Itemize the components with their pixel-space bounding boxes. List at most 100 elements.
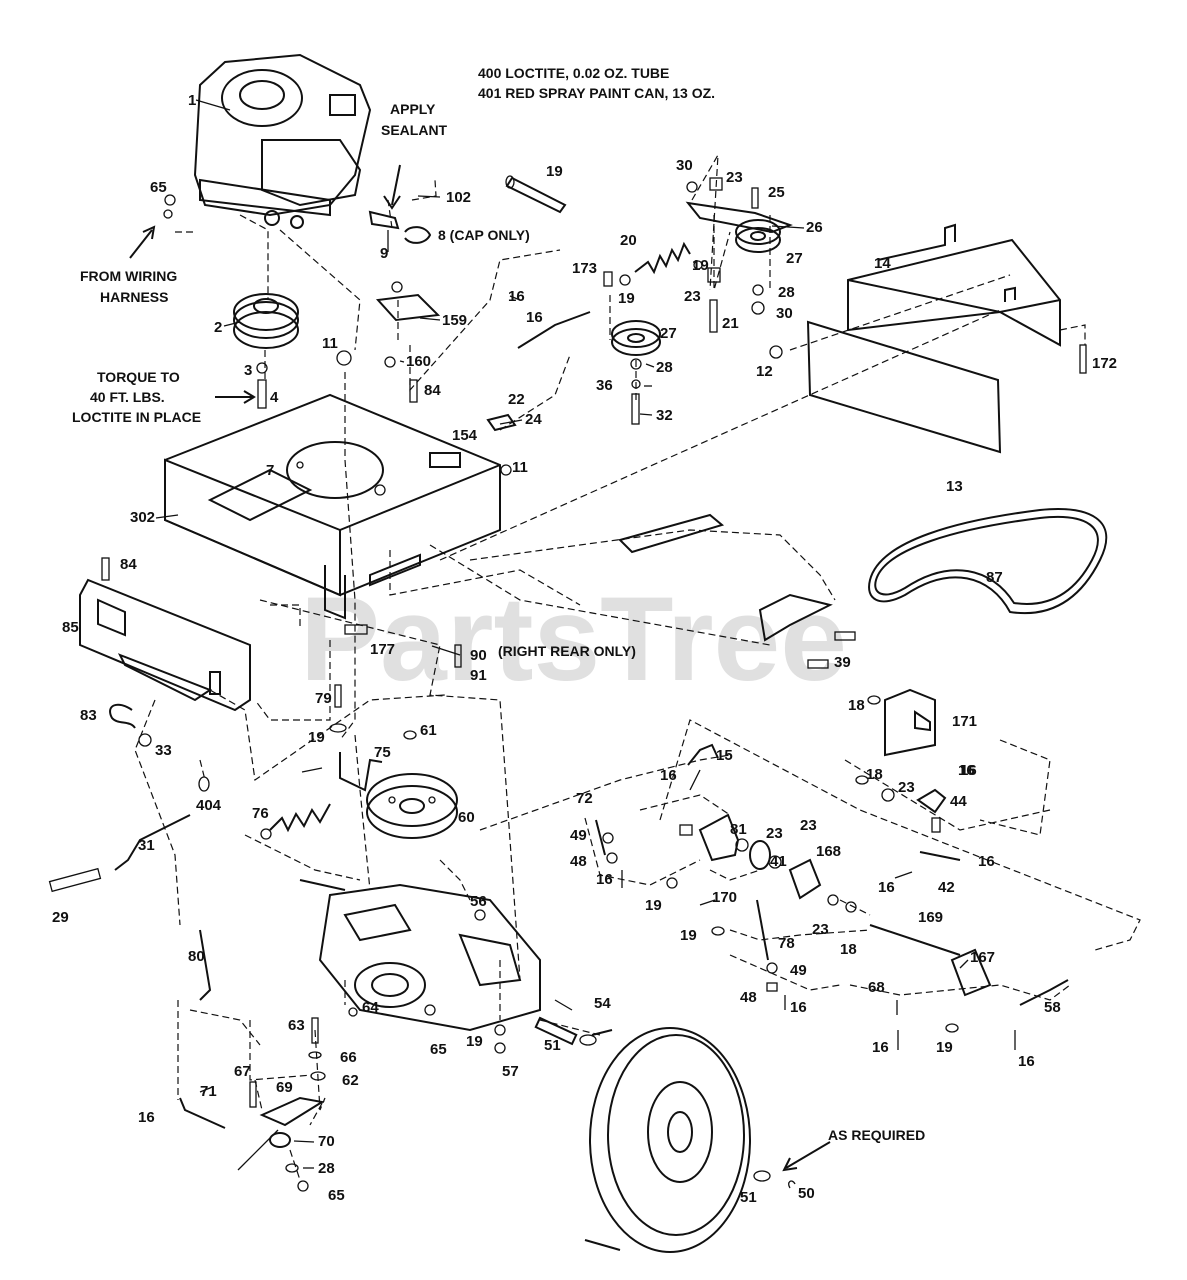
transmission — [299, 879, 578, 1046]
callout-48: 48 — [740, 989, 757, 1006]
note-torque-value: 40 FT. LBS. — [90, 389, 165, 405]
bracket-168 — [788, 858, 822, 900]
cotter-16 — [509, 295, 521, 301]
callout-23: 23 — [800, 817, 817, 834]
cotter-16-f — [894, 871, 913, 879]
washer-28-c — [285, 1163, 299, 1173]
callout-16: 16 — [526, 309, 543, 326]
bolt-39-b — [807, 659, 829, 669]
bushing — [679, 824, 693, 836]
callout-168: 168 — [816, 843, 841, 860]
bolt-21 — [709, 299, 718, 333]
washer-19-g — [945, 1023, 959, 1033]
callout-65: 65 — [430, 1041, 447, 1058]
callout-70: 70 — [318, 1133, 335, 1150]
callout-87: 87 — [986, 569, 1003, 586]
callout-19: 19 — [692, 257, 709, 274]
callout-24: 24 — [525, 411, 542, 428]
spring-76 — [269, 803, 331, 833]
callout-9: 9 — [380, 245, 388, 262]
note-401: 401 RED SPRAY PAINT CAN, 13 OZ. — [478, 85, 715, 101]
note-as-required: AS REQUIRED — [828, 1127, 925, 1143]
bolt-67 — [249, 1081, 257, 1108]
spacer-23-f — [881, 788, 895, 802]
spacer-23-c — [735, 838, 749, 852]
nut-11-c — [500, 464, 512, 476]
link-15 — [687, 743, 719, 766]
washer-19-e — [666, 877, 678, 889]
washer-18-b — [867, 695, 881, 705]
bolt-177 — [344, 624, 368, 635]
callout-170: 170 — [712, 889, 737, 906]
bolt-172 — [1079, 344, 1087, 374]
sealant-arrow — [391, 164, 401, 206]
spacer-23-e — [827, 894, 839, 906]
callout-64: 64 — [362, 999, 379, 1016]
callout-28: 28 — [656, 359, 673, 376]
grip-29 — [48, 867, 102, 893]
callout-14: 14 — [874, 255, 891, 272]
callout-42: 42 — [938, 879, 955, 896]
drive-belt-inner — [874, 516, 1099, 605]
washer-404 — [198, 776, 210, 792]
callout-81: 81 — [730, 821, 747, 838]
bracket-24 — [486, 413, 517, 432]
idler-pulley-27 — [735, 219, 781, 253]
callout-4: 4 — [270, 389, 279, 406]
torque-arrow-head — [243, 390, 256, 404]
nut-65 — [164, 194, 176, 206]
bolt-25 — [751, 187, 759, 209]
callout-90: 90 — [470, 647, 487, 664]
washer-19 — [693, 260, 703, 270]
washer-51 — [579, 1034, 597, 1046]
callout-404: 404 — [196, 797, 222, 814]
callout-19: 19 — [645, 897, 662, 914]
callout-75: 75 — [374, 744, 391, 761]
callout-19: 19 — [466, 1033, 483, 1050]
callout-19: 19 — [546, 163, 563, 180]
callout-44: 44 — [950, 793, 967, 810]
note-harness: HARNESS — [100, 289, 168, 305]
key-54 — [554, 999, 573, 1011]
bolt-90 — [454, 644, 462, 668]
rod-58 — [1019, 979, 1069, 1006]
hook-83 — [109, 703, 136, 729]
rod-78 — [756, 899, 769, 961]
callout-171: 171 — [952, 713, 977, 730]
callout-19: 19 — [936, 1039, 953, 1056]
nut-30-b — [751, 301, 765, 315]
callout-27: 27 — [660, 325, 677, 342]
washer-19-c — [329, 723, 347, 733]
sealant-fitting — [368, 210, 432, 244]
rod-16 — [517, 311, 591, 349]
callout-169: 169 — [918, 909, 943, 926]
washer-48 — [606, 852, 618, 864]
note-torque: TORQUE TO — [97, 369, 180, 385]
callout-30: 30 — [776, 305, 793, 322]
wiring-arrow — [129, 229, 153, 259]
callout-18: 18 — [866, 766, 883, 783]
engine — [193, 53, 372, 229]
callout-16: 16 — [660, 767, 677, 784]
callout-29: 29 — [52, 909, 69, 926]
callout-63: 63 — [288, 1017, 305, 1034]
callout-72: 72 — [576, 790, 593, 807]
lever-167 — [950, 948, 992, 997]
bolt-84 — [409, 379, 418, 403]
washer-19-d — [494, 1024, 506, 1036]
callout-71: 71 — [200, 1083, 217, 1100]
ring-50 — [788, 1180, 796, 1189]
belt-guide — [618, 513, 725, 554]
nut-49 — [602, 832, 614, 844]
callout-51: 51 — [544, 1037, 561, 1054]
note-loctite: LOCTITE IN PLACE — [72, 409, 201, 425]
callout-65: 65 — [150, 179, 167, 196]
bracket-171 — [884, 688, 936, 757]
rod-80 — [199, 929, 212, 1001]
spring-end — [260, 828, 272, 840]
cotter-16-b — [301, 767, 323, 773]
idler-pulley-27-b — [611, 320, 661, 356]
bushing-70 — [269, 1132, 291, 1148]
